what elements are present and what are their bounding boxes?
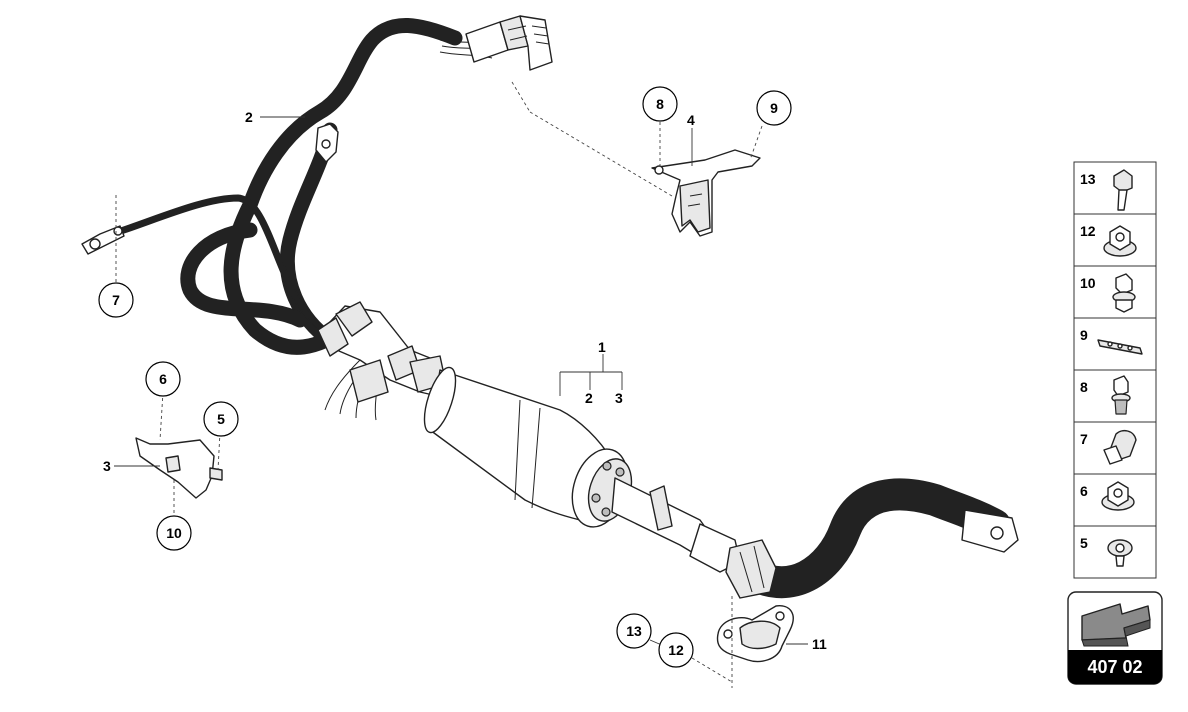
svg-text:8: 8 [656, 96, 664, 112]
fastener-legend: 13 12 10 [1073, 161, 1157, 579]
legend-item-7: 7 [1073, 421, 1157, 475]
bolt-icon [1113, 169, 1133, 211]
svg-text:9: 9 [770, 100, 778, 116]
ring-terminal [81, 225, 125, 255]
callout-3-actuator: 3 [615, 390, 623, 406]
section-badge: 407 02 [1067, 591, 1163, 685]
svg-text:13: 13 [626, 623, 642, 639]
svg-text:7: 7 [1080, 431, 1088, 447]
legend-item-13: 13 [1073, 161, 1157, 215]
section-code: 407 02 [1087, 657, 1142, 677]
svg-text:7: 7 [112, 292, 120, 308]
bushing-clamp-11 [716, 605, 794, 663]
flange-nut-icon [1103, 225, 1137, 257]
callout-3-bracket: 3 [103, 458, 111, 474]
legend-item-9: 9 [1073, 317, 1157, 371]
flange-nut-6-icon [1101, 481, 1135, 511]
svg-text:6: 6 [1080, 483, 1088, 499]
svg-text:12: 12 [668, 642, 684, 658]
callout-7-circle: 7 [98, 282, 134, 318]
washer-nut-icon [1112, 273, 1136, 313]
callout-5-circle: 5 [203, 401, 239, 437]
callouts: 2 1 2 3 4 3 11 8 9 7 6 5 10 [98, 86, 827, 668]
direction-arrow-icon [1081, 603, 1151, 647]
callout-2-actuator: 2 [585, 390, 593, 406]
callout-9-circle: 9 [756, 90, 792, 126]
svg-text:5: 5 [1080, 535, 1088, 551]
callout-13-circle: 13 [616, 613, 652, 649]
legend-item-5: 5 [1073, 525, 1157, 579]
legend-item-12: 12 [1073, 213, 1157, 267]
callout-6-circle: 6 [145, 361, 181, 397]
svg-text:13: 13 [1080, 171, 1096, 187]
cable-tie-icon [1097, 339, 1143, 355]
legend-item-10: 10 [1073, 265, 1157, 319]
callout-1-actuator: 1 [598, 339, 606, 355]
screw-washer-icon [1111, 375, 1131, 415]
legend-item-6: 6 [1073, 473, 1157, 527]
bracket-4 [651, 149, 761, 237]
callout-11-clamp: 11 [812, 636, 827, 652]
svg-text:8: 8 [1080, 379, 1088, 395]
callout-4-bracket: 4 [687, 112, 695, 128]
svg-text:5: 5 [217, 411, 225, 427]
leader-lines [114, 81, 808, 688]
svg-text:12: 12 [1080, 223, 1096, 239]
callout-10-circle: 10 [156, 515, 192, 551]
svg-text:10: 10 [1080, 275, 1096, 291]
svg-text:6: 6 [159, 371, 167, 387]
stabilizer-actuator [317, 301, 741, 573]
svg-text:9: 9 [1080, 327, 1088, 343]
rivet-nut-icon [1107, 539, 1133, 567]
bracket-3 [135, 437, 223, 499]
electrical-connector [465, 15, 553, 71]
callout-12-circle: 12 [658, 632, 694, 668]
svg-text:10: 10 [166, 525, 182, 541]
stabilizer-bar [725, 478, 1019, 599]
callout-8-circle: 8 [642, 86, 678, 122]
legend-item-8: 8 [1073, 369, 1157, 423]
callout-2-harness: 2 [245, 109, 253, 125]
wiring-harness [81, 15, 553, 355]
cap-nut-icon [1103, 429, 1137, 465]
